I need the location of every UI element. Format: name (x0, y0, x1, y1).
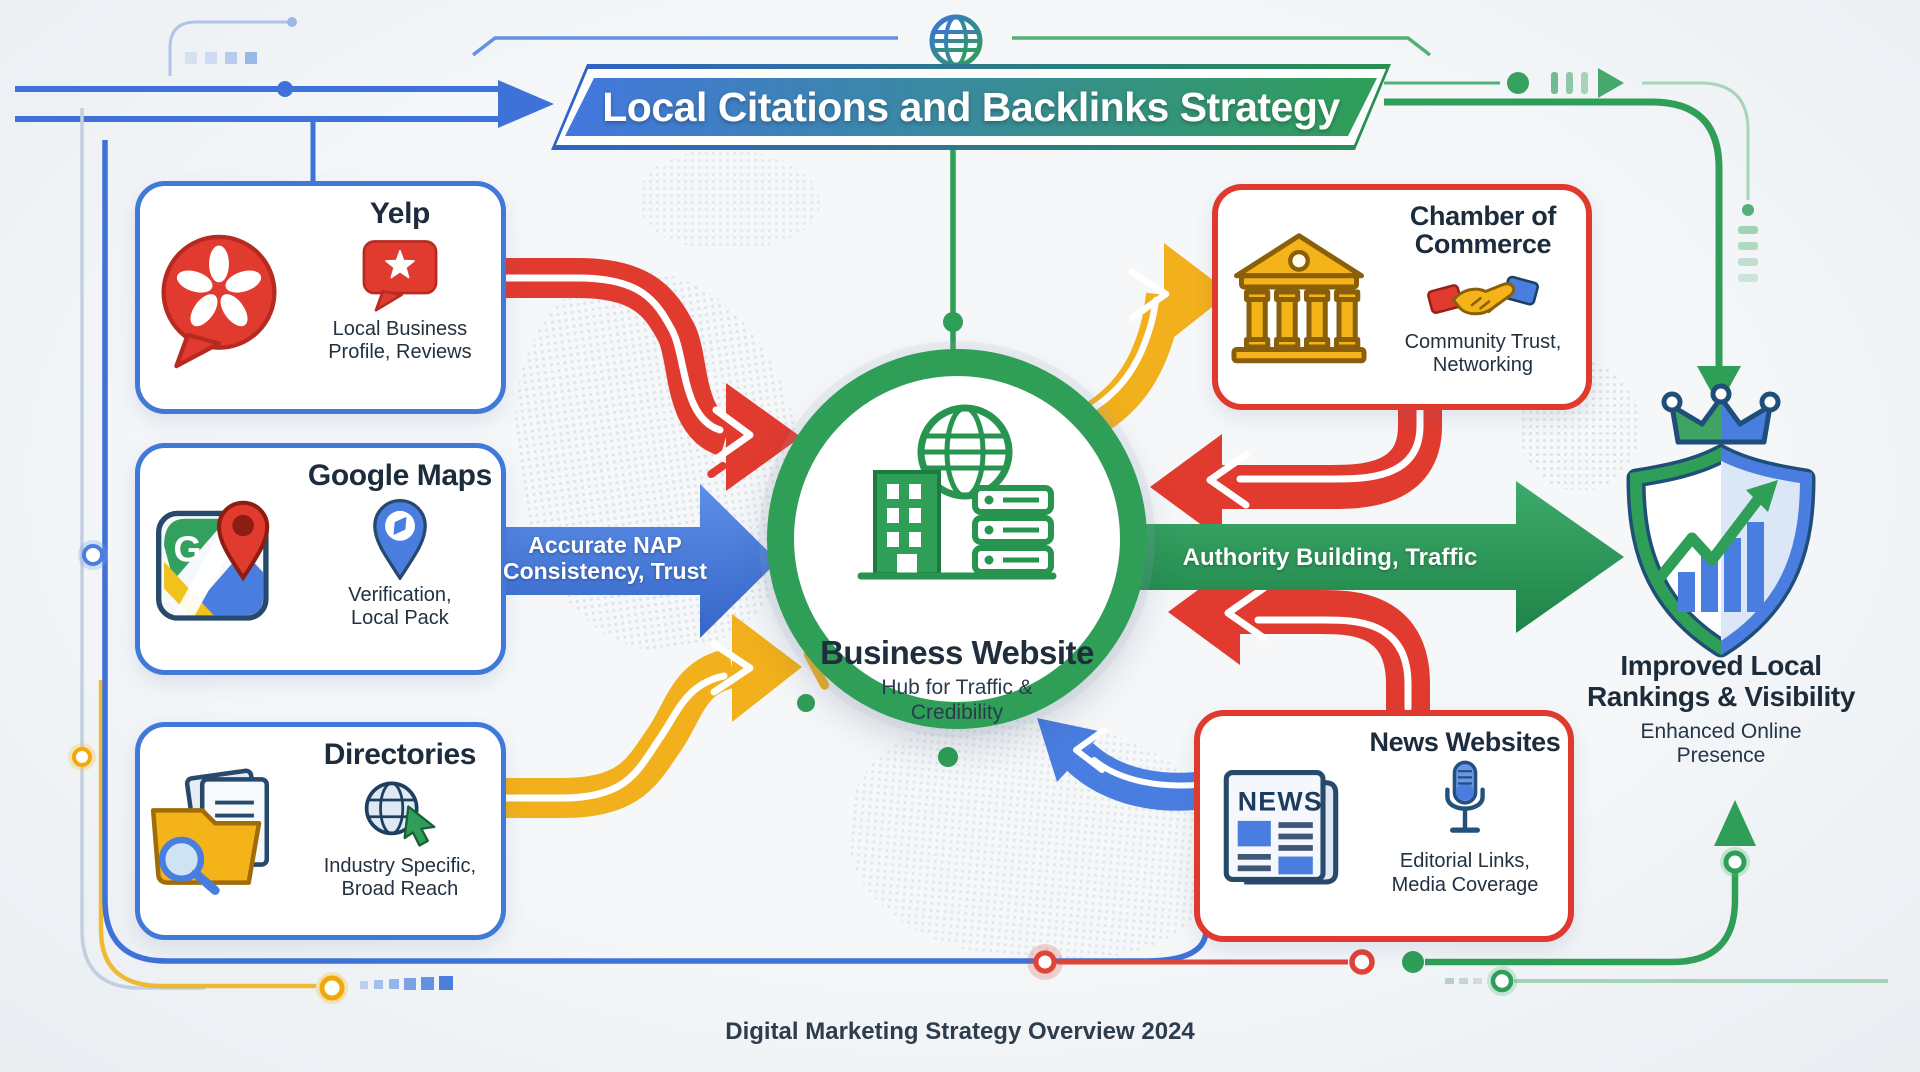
arrow-news-to-hub-blue (1037, 718, 1199, 811)
arrowhead-into-banner (498, 80, 554, 128)
arrow-maps-to-hub (490, 484, 778, 638)
circuit-bottom-right (1027, 800, 1888, 996)
arrow-yelp-to-hub (496, 258, 801, 491)
connector-banner-hub (943, 150, 963, 352)
banner-bracket-right (1012, 36, 1432, 57)
bank-icon (1231, 233, 1367, 364)
newspaper-icon: NEWS (1223, 770, 1339, 885)
authority-arrow-label: Authority Building, Traffic (1182, 544, 1478, 571)
chamber-caption: Community Trust, Networking (1404, 330, 1562, 377)
microphone-icon (1445, 760, 1485, 834)
hub-business-website: Business Website Hub for Traffic & Credi… (767, 349, 1147, 729)
node-yelp: Yelp Local Business Profile, Reviews (135, 181, 506, 414)
maps-title: Google Maps (307, 459, 492, 492)
worldmap-dots (640, 150, 820, 250)
compass-pin-icon (373, 498, 427, 580)
frame-left-faint (68, 108, 453, 1004)
title-banner: Local Citations and Backlinks Strategy (551, 64, 1391, 150)
hub-node-dot (938, 747, 958, 767)
node-google-maps: G Google Maps Verification, Local Pack (135, 443, 506, 675)
outcome-title: Improved Local Rankings & Visibility (1586, 650, 1856, 713)
building-globe-server-icon (857, 404, 1057, 580)
news-title: News Websites (1369, 727, 1561, 757)
yelp-caption: Local Business Profile, Reviews (328, 317, 472, 364)
news-icon-label: NEWS (1238, 787, 1323, 817)
arrow-hub-to-outcome (1128, 481, 1624, 633)
directories-title: Directories (323, 738, 477, 771)
growth-chart-icon (1652, 480, 1778, 612)
arrow-chamber-to-hub (1150, 398, 1442, 540)
directories-caption: Industry Specific, Broad Reach (323, 854, 477, 901)
circuit-top-left (15, 17, 554, 181)
hub-node-dot (797, 694, 815, 712)
hub-caption: Hub for Traffic & Credibility (881, 676, 1033, 725)
frame-blue (78, 140, 1209, 964)
folder-documents-magnifier-icon (151, 768, 270, 895)
footer-caption: Digital Marketing Strategy Overview 2024 (725, 1018, 1195, 1045)
handshake-icon (1426, 275, 1539, 315)
node-directories: Directories Industry Specific, Broad Rea… (135, 722, 506, 940)
nap-arrow-label: Accurate NAP Consistency, Trust (502, 532, 708, 585)
crown-icon (1661, 383, 1781, 445)
globe-cursor-icon (364, 780, 436, 847)
maps-caption: Verification, Local Pack (348, 583, 452, 630)
chamber-title: Chamber of Commerce (1409, 201, 1556, 260)
banner-bracket-left (471, 36, 898, 57)
outcome-text: Improved Local Rankings & Visibility Enh… (1566, 650, 1876, 769)
hub-text: Business Website Hub for Traffic & Credi… (794, 634, 1120, 725)
node-chamber: Chamber of Commerce Community Trust, Net… (1212, 184, 1592, 410)
ring-dash-red (707, 461, 727, 479)
arrow-directories-to-hub (496, 614, 802, 818)
shield-body (1626, 444, 1816, 658)
page-title: Local Citations and Backlinks Strategy (602, 83, 1340, 130)
review-star-bubble-icon (362, 239, 438, 312)
maps-g-letter: G (174, 529, 202, 570)
hub-title: Business Website (820, 634, 1094, 671)
globe-icon (929, 14, 983, 68)
crowned-shield-growth-icon (1626, 383, 1816, 658)
google-maps-icon: G (156, 500, 270, 621)
yelp-title: Yelp (369, 197, 431, 230)
arrow-hub-to-chamber (1068, 243, 1230, 445)
arrowhead-up-from-circuit (1714, 800, 1756, 846)
outcome-caption: Enhanced Online Presence (1640, 719, 1802, 768)
node-news: NEWS News Websites Editorial Li (1194, 710, 1574, 942)
yelp-burst-bubble-icon (161, 234, 277, 368)
title-banner-outline: Local Citations and Backlinks Strategy (556, 69, 1386, 145)
news-caption: Editorial Links, Media Coverage (1391, 850, 1539, 896)
